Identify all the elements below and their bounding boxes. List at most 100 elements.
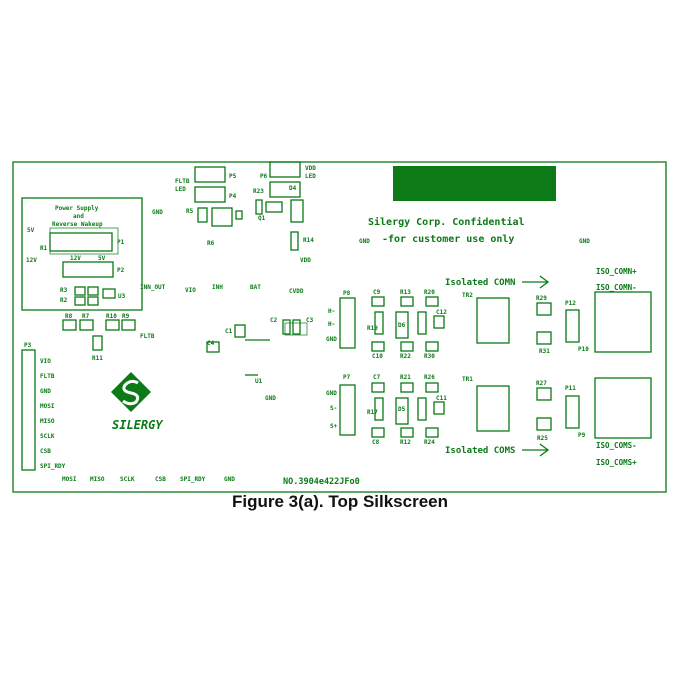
label-bat: BAT xyxy=(250,284,261,291)
label-p2: P2 xyxy=(117,267,125,274)
label-led-top: LED xyxy=(175,186,186,193)
label-p7: P7 xyxy=(343,374,351,381)
label-cvdd: CVDD xyxy=(289,288,304,295)
label-p3: P3 xyxy=(24,342,32,349)
company-sub-text: -for customer use only xyxy=(382,234,514,245)
label-inn-out: INN_OUT xyxy=(140,284,166,291)
label-iso-coms-p: ISO_COMS+ xyxy=(596,458,637,467)
label-tr2: TR2 xyxy=(462,292,473,299)
label-c3: C3 xyxy=(306,317,314,324)
label-r26: R26 xyxy=(424,374,435,381)
label-d6: D6 xyxy=(398,322,406,329)
p4-pad xyxy=(194,186,226,203)
label-b-mosi: MOSI xyxy=(62,476,77,483)
label-r10: R10 xyxy=(106,313,117,320)
label-c4: C4 xyxy=(207,340,215,347)
label-r29: R29 xyxy=(536,295,547,302)
label-p3-vio: VIO xyxy=(40,358,51,365)
p12-pad xyxy=(565,309,580,343)
label-p5: P5 xyxy=(229,173,237,180)
label-p3-miso: MISO xyxy=(40,418,55,425)
label-c1: C1 xyxy=(225,328,233,335)
label-r13: R13 xyxy=(400,289,411,296)
label-c9: C9 xyxy=(373,289,381,296)
label-p8-gnd: GND xyxy=(326,336,337,343)
p8-header xyxy=(339,297,356,349)
power-box-title3: Reverse Wakeup xyxy=(52,221,103,228)
label-iso-comn-m: ISO_COMN- xyxy=(596,283,637,292)
label-r24: R24 xyxy=(424,439,435,446)
label-b-sclk: SCLK xyxy=(120,476,135,483)
p11-pad xyxy=(565,395,580,429)
label-fltb-mid: FLTB xyxy=(140,333,155,340)
label-led-right: LED xyxy=(305,173,316,180)
label-p3-sclk: SCLK xyxy=(40,433,55,440)
r1-pad xyxy=(49,232,113,252)
label-c8: C8 xyxy=(372,439,380,446)
label-u3: U3 xyxy=(118,293,126,300)
label-p7-s1: S- xyxy=(330,405,337,412)
label-p1: P1 xyxy=(117,239,125,246)
label-r20: R20 xyxy=(424,289,435,296)
p3-header xyxy=(21,349,36,471)
label-p10: P10 xyxy=(578,346,589,353)
label-b-miso: MISO xyxy=(90,476,105,483)
label-vdd-top: VDD xyxy=(305,165,316,172)
label-gnd-company: GND xyxy=(359,238,370,245)
label-p3-mosi: MOSI xyxy=(40,403,55,410)
label-q1: Q1 xyxy=(258,215,266,222)
label-r9: R9 xyxy=(122,313,130,320)
label-gnd-right: GND xyxy=(579,238,590,245)
label-inh: INH xyxy=(212,284,223,291)
label-c12: C12 xyxy=(436,309,447,316)
label-p11: P11 xyxy=(565,385,576,392)
part-number: NO.3904e422JFo0 xyxy=(283,477,360,487)
isolated-comn-label: Isolated COMN xyxy=(445,278,515,288)
board-outline xyxy=(12,161,667,493)
label-iso-coms-m: ISO_COMS- xyxy=(596,441,637,450)
label-d4: D4 xyxy=(289,185,297,192)
label-fltb-top: FLTB xyxy=(175,178,190,185)
figure-caption: Figure 3(a). Top Silkscreen xyxy=(231,492,449,511)
p2-pad xyxy=(62,261,114,278)
label-p8-h2: H- xyxy=(328,321,335,328)
label-r31: R31 xyxy=(539,348,550,355)
d4-pad xyxy=(269,181,301,198)
label-v12-left: 12V xyxy=(26,257,37,264)
label-v12-mid: 12V xyxy=(70,255,81,262)
label-r8: R8 xyxy=(65,313,73,320)
label-p3-fltb: FLTB xyxy=(40,373,55,380)
label-logo-text: SILERGY xyxy=(112,418,163,432)
label-r11: R11 xyxy=(92,355,103,362)
label-c2: C2 xyxy=(270,317,278,324)
tr1-transformer xyxy=(476,385,510,432)
label-v5-left: 5V xyxy=(27,227,35,234)
label-c11: C11 xyxy=(436,395,447,402)
iso-comn-connector xyxy=(594,291,652,353)
label-u1: U1 xyxy=(255,378,263,385)
label-r2: R2 xyxy=(60,297,68,304)
label-v5-mid: 5V xyxy=(98,255,106,262)
label-r14: R14 xyxy=(303,237,314,244)
p1-outline xyxy=(49,227,119,255)
label-r21: R21 xyxy=(400,374,411,381)
label-b-csb: CSB xyxy=(155,476,166,483)
label-r3: R3 xyxy=(60,287,68,294)
label-r12: R12 xyxy=(400,439,411,446)
label-p7-s2: S+ xyxy=(330,423,338,430)
label-p8-h1: H- xyxy=(328,308,335,315)
label-p12: P12 xyxy=(565,300,576,307)
label-p8: P8 xyxy=(343,290,351,297)
label-iso-comn-p: ISO_COMN+ xyxy=(596,267,637,276)
arrow-right-icon xyxy=(522,275,550,289)
label-r7: R7 xyxy=(82,313,90,320)
label-r23: R23 xyxy=(253,188,264,195)
label-p9: P9 xyxy=(578,432,586,439)
label-tr1: TR1 xyxy=(462,376,473,383)
label-r19: R19 xyxy=(367,325,378,332)
power-supply-box xyxy=(21,197,143,311)
label-p3-csb: CSB xyxy=(40,448,51,455)
label-p4: P4 xyxy=(229,193,237,200)
label-b-spi-rdy: SPI_RDY xyxy=(180,476,206,483)
power-box-title1: Power Supply xyxy=(55,205,99,212)
